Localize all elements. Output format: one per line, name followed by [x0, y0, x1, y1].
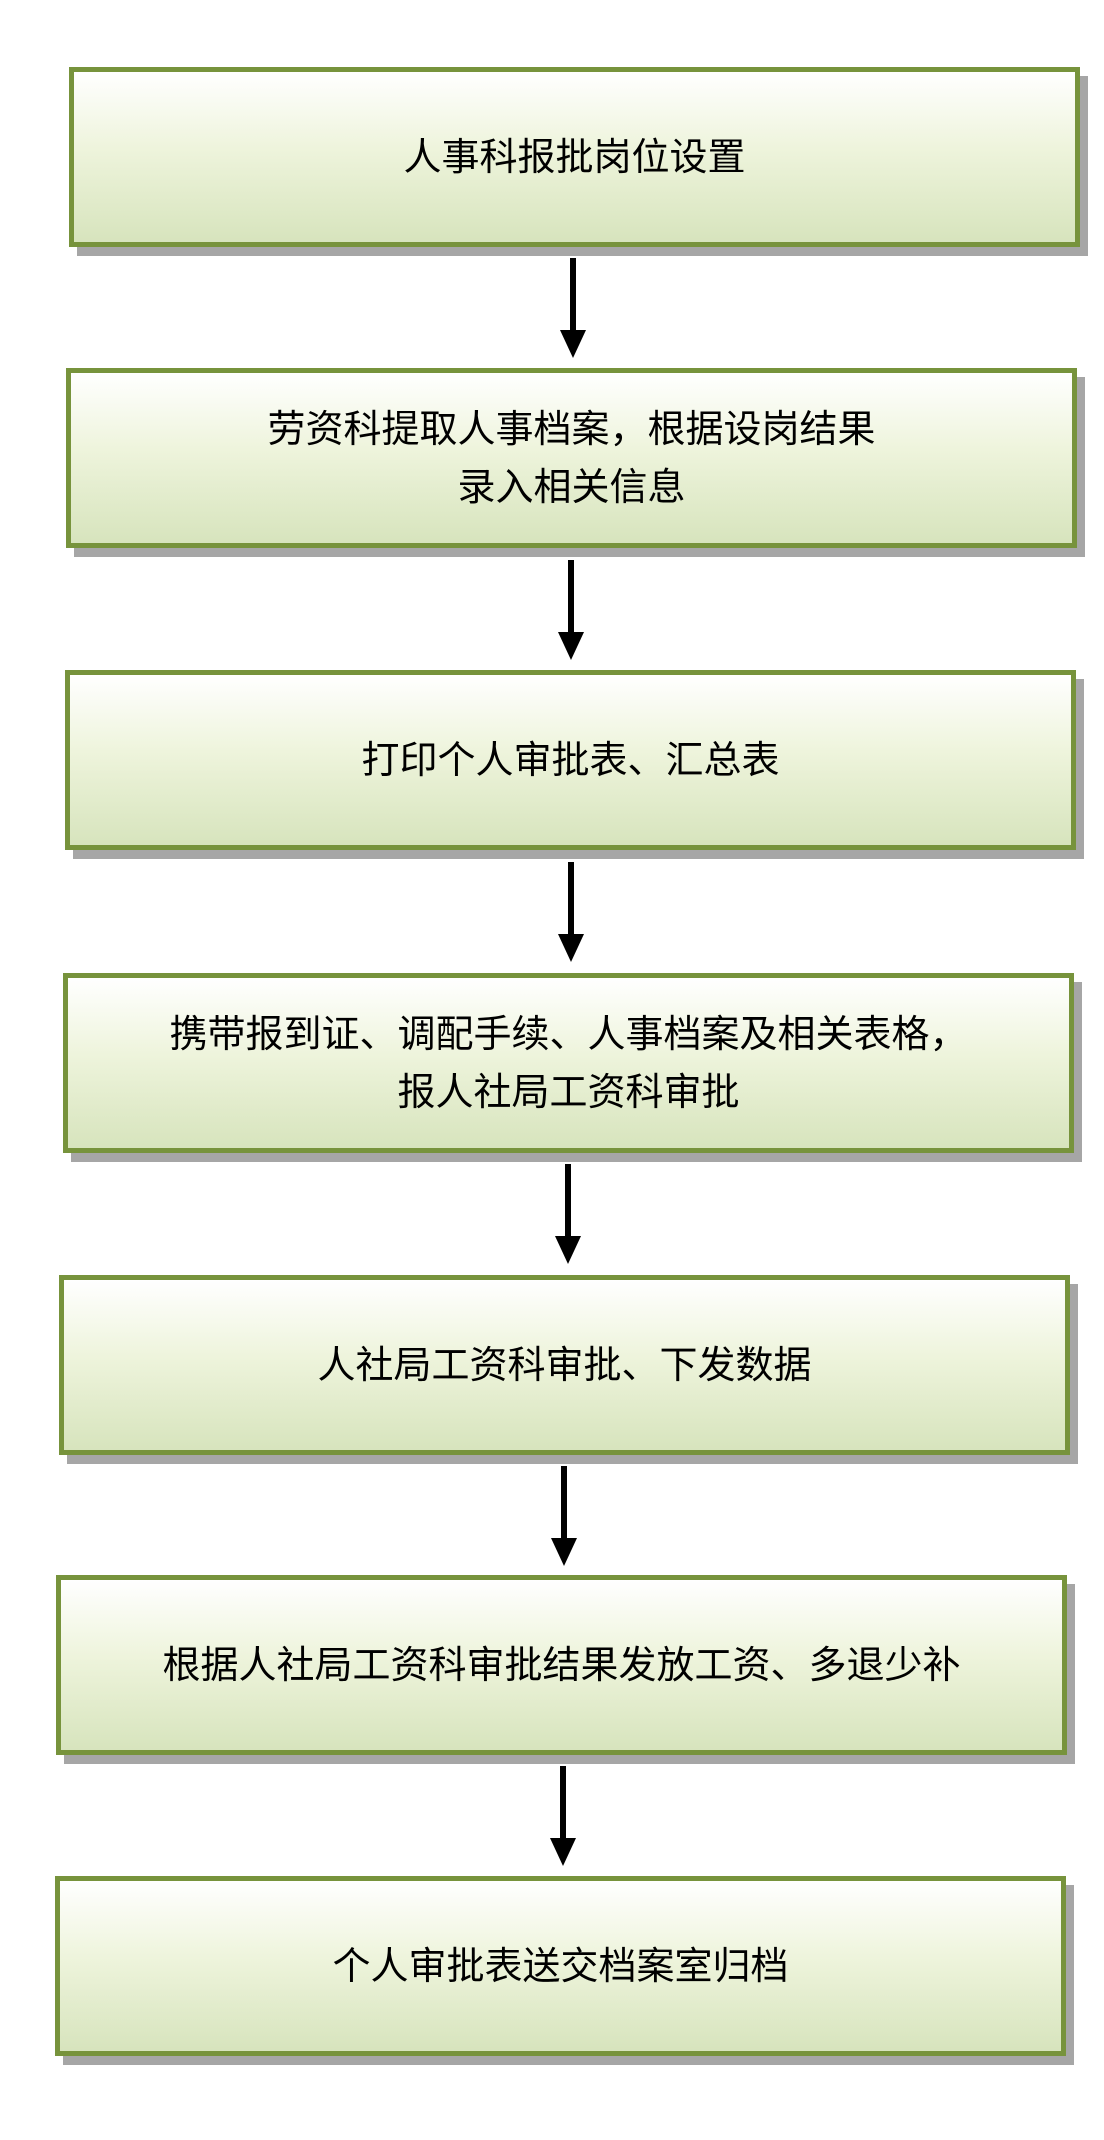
- step-6-box: 根据人社局工资科审批结果发放工资、多退少补: [56, 1575, 1067, 1755]
- step-4-line-2: 报人社局工资科审批: [397, 1070, 740, 1114]
- step-5-text: 人社局工资科审批、下发数据: [317, 1336, 811, 1394]
- step-4-line-1: 携带报到证、调配手续、人事档案及相关表格，: [169, 1012, 968, 1056]
- step-7-box: 个人审批表送交档案室归档: [55, 1876, 1066, 2056]
- step-2-line-1: 劳资科提取人事档案，根据设岗结果: [267, 407, 876, 451]
- step-7-line-1: 个人审批表送交档案室归档: [332, 1944, 789, 1988]
- arrow-3-to-4: [556, 862, 586, 962]
- step-5-box: 人社局工资科审批、下发数据: [59, 1275, 1070, 1455]
- step-4-box: 携带报到证、调配手续、人事档案及相关表格， 报人社局工资科审批: [63, 973, 1074, 1153]
- arrow-5-to-6: [549, 1466, 579, 1566]
- step-2-box: 劳资科提取人事档案，根据设岗结果 录入相关信息: [66, 368, 1077, 548]
- arrow-1-to-2: [558, 258, 588, 358]
- arrow-2-to-3: [556, 560, 586, 660]
- step-1-line-1: 人事科报批岗位设置: [403, 135, 746, 179]
- step-5-line-1: 人社局工资科审批、下发数据: [317, 1343, 812, 1387]
- step-7-text: 个人审批表送交档案室归档: [332, 1937, 788, 1995]
- step-1-text: 人事科报批岗位设置: [403, 128, 745, 186]
- step-3-text: 打印个人审批表、汇总表: [361, 731, 779, 789]
- step-3-line-1: 打印个人审批表、汇总表: [361, 738, 780, 782]
- step-2-line-2: 录入相关信息: [457, 465, 686, 509]
- step-1-box: 人事科报批岗位设置: [69, 67, 1080, 247]
- arrow-4-to-5: [553, 1164, 583, 1264]
- step-6-text: 根据人社局工资科审批结果发放工资、多退少补: [162, 1636, 960, 1694]
- step-2-text: 劳资科提取人事档案，根据设岗结果 录入相关信息: [267, 400, 875, 516]
- arrow-6-to-7: [548, 1766, 578, 1866]
- step-3-box: 打印个人审批表、汇总表: [65, 670, 1076, 850]
- step-6-line-1: 根据人社局工资科审批结果发放工资、多退少补: [162, 1643, 961, 1687]
- step-4-text: 携带报到证、调配手续、人事档案及相关表格， 报人社局工资科审批: [169, 1005, 967, 1121]
